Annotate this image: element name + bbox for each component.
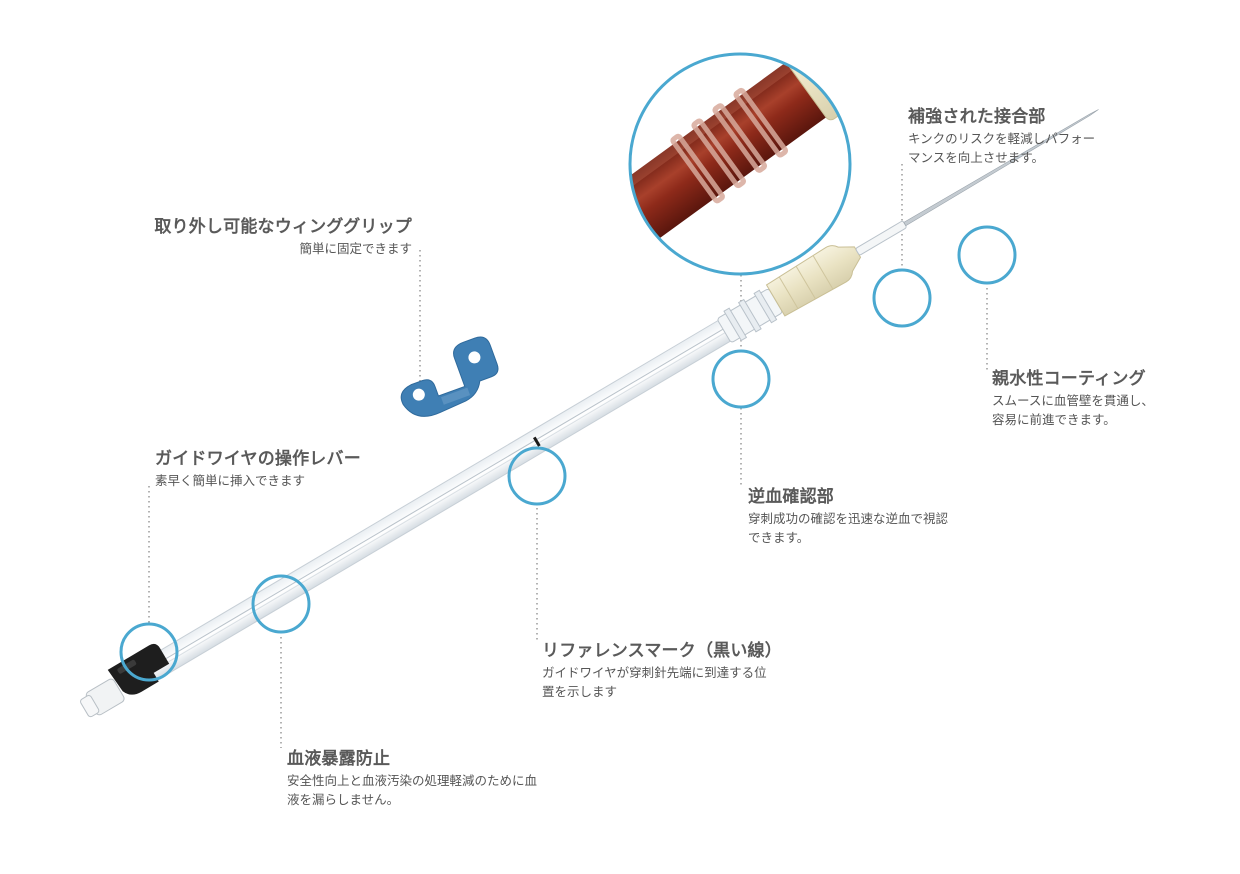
callout-title: 補強された接合部 — [908, 107, 1046, 127]
callout-desc: 穿刺成功の確認を迅速な逆血で視認 できます。 — [748, 511, 949, 545]
callout-title: リファレンスマーク（黒い線） — [542, 641, 782, 661]
callout-title: 取り外し可能なウィンググリップ — [154, 217, 412, 237]
callout-title: 逆血確認部 — [748, 487, 834, 507]
zoom-closeup — [630, 54, 850, 274]
callout-guidewire-lever: ガイドワイヤの操作レバー 素早く簡単に挿入できます — [155, 448, 361, 490]
guidewire-lever — [107, 643, 170, 695]
callout-desc: 素早く簡単に挿入できます — [155, 473, 306, 488]
callout-reference-mark: リファレンスマーク（黒い線） ガイドワイヤが穿刺針先端に到達する位 置を示します — [542, 640, 782, 701]
cream-hub — [765, 245, 862, 317]
needle — [903, 109, 1099, 227]
leader-lines — [148, 164, 988, 748]
highlight-circles — [119, 52, 1017, 682]
callout-desc: スムースに血管壁を貫通し、 容易に前進できます。 — [992, 393, 1154, 427]
callout-title: 血液暴露防止 — [287, 749, 391, 769]
callout-title: 親水性コーティング — [992, 369, 1146, 389]
circle-lever — [119, 622, 179, 682]
circle-coating — [957, 225, 1017, 285]
circle-connection — [872, 268, 932, 328]
wing-grip — [400, 336, 499, 417]
callout-blood-exposure: 血液暴露防止 安全性向上と血液汚染の処理軽減のために血 液を漏らしません。 — [287, 748, 537, 809]
reference-mark — [532, 436, 541, 447]
callout-desc: 簡単に固定できます — [299, 241, 412, 256]
connection-sleeve — [855, 220, 907, 256]
callout-reinforced-connection: 補強された接合部 キンクのリスクを軽減しパフォー マンスを向上させます。 — [908, 106, 1095, 167]
callout-desc: 安全性向上と血液汚染の処理軽減のために血 液を漏らしません。 — [287, 773, 538, 807]
blood-tube — [630, 62, 827, 265]
callout-desc: ガイドワイヤが穿刺針先端に到達する位 置を示します — [542, 665, 767, 699]
callout-wing-grip: 取り外し可能なウィンググリップ 簡単に固定できます — [154, 216, 412, 258]
catheter — [80, 109, 1099, 718]
circle-exposure — [251, 574, 311, 634]
callout-title: ガイドワイヤの操作レバー — [155, 449, 361, 469]
zoom-circle — [628, 52, 852, 276]
circle-flashback — [711, 349, 771, 409]
outer-tube — [130, 319, 733, 689]
callout-flashback: 逆血確認部 穿刺成功の確認を迅速な逆血で視認 できます。 — [748, 486, 948, 547]
callout-hydrophilic-coating: 親水性コーティング スムースに血管壁を貫通し、 容易に前進できます。 — [992, 368, 1154, 429]
callout-desc: キンクのリスクを軽減しパフォー マンスを向上させます。 — [908, 131, 1096, 165]
circle-reference — [507, 446, 567, 506]
